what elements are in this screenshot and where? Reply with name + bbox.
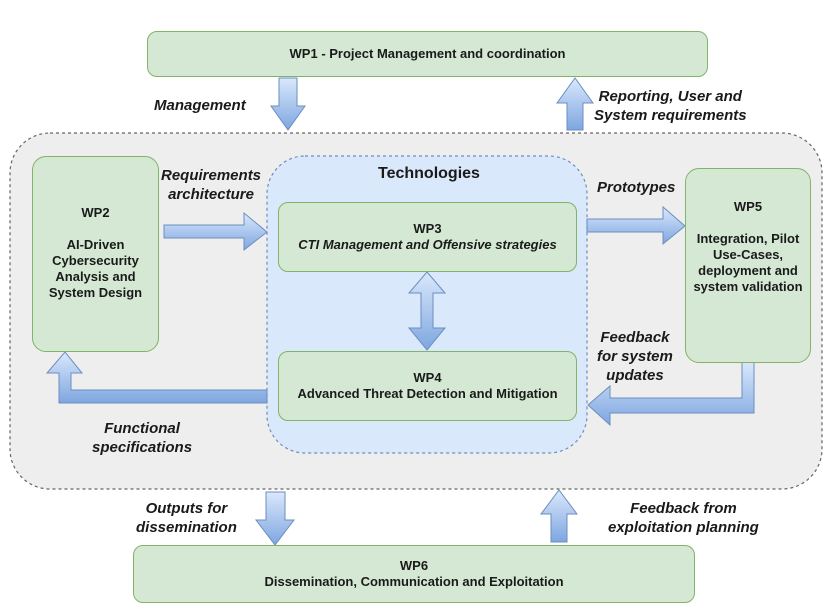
wp3-wp4-arrow [407,271,447,351]
wp2-title-line: AI-Driven [66,237,125,252]
wp4-id: WP4 [413,370,442,385]
functional-specs-label-line: specifications [92,439,193,456]
wp2-box[interactable]: WP2 AI-Driven Cybersecurity Analysis and… [32,156,159,352]
wp4-title: Advanced Threat Detection and Mitigation [297,386,558,401]
functional-specs-arrow-body [45,351,268,404]
management-arrow [270,77,306,131]
prototypes-label: Prototypes [597,179,676,196]
wp6-box[interactable]: WP6 Dissemination, Communication and Exp… [133,545,695,603]
exploitation-feedback-label-line: exploitation planning [608,519,759,536]
wp5-title-line: Use-Cases, [712,247,784,262]
requirements-arrow [163,211,268,252]
wp5-title-line: deployment and [698,263,798,278]
requirements-label-line: Requirements [161,167,262,184]
wp1-box[interactable]: WP1 - Project Management and coordinatio… [147,31,708,77]
wp1-label: WP1 - Project Management and coordinatio… [289,46,566,61]
feedback-updates-arrow [587,361,755,427]
wp2-id: WP2 [81,205,110,220]
wp6-title: Dissemination, Communication and Exploit… [264,574,564,589]
wp5-title-line: Integration, Pilot [696,231,800,246]
reporting-label-line: Reporting, User and [598,88,742,105]
feedback-updates-label-line: updates [606,367,664,384]
feedback-updates-label-line: Feedback [600,329,670,346]
functional-specs-label-line: Functional [104,420,180,437]
wp3-box[interactable]: WP3 CTI Management and Offensive strateg… [278,202,577,272]
exploitation-feedback-label: Feedback from exploitation planning [608,499,759,537]
wp3-title: CTI Management and Offensive strategies [298,237,557,252]
wp6-id: WP6 [399,558,429,573]
outputs-label-line: Outputs for [145,500,228,517]
wp2-title-line: Analysis and [55,269,136,284]
wp5-title-line: system validation [693,279,803,294]
wp2-title-line: System Design [48,285,143,300]
wp3-id: WP3 [413,221,442,236]
wp5-id: WP5 [733,199,763,214]
technologies-title: Technologies [378,165,480,182]
outputs-label: Outputs for dissemination [136,499,237,537]
wp2-title-line: Cybersecurity [52,253,139,268]
outputs-label-line: dissemination [136,519,237,536]
wp4-box[interactable]: WP4 Advanced Threat Detection and Mitiga… [278,351,577,421]
feedback-updates-label-line: for system [597,348,673,365]
feedback-updates-label: Feedback for system updates [597,328,673,385]
wp5-box[interactable]: WP5 Integration, Pilot Use-Cases, deploy… [685,168,811,363]
reporting-label-line: System requirements [594,107,747,124]
management-label: Management [154,97,246,114]
reporting-label: Reporting, User and System requirements [594,87,747,125]
requirements-label: Requirements architecture [161,166,261,204]
reporting-arrow [556,77,594,131]
functional-specs-label: Functional specifications [92,419,192,457]
exploitation-feedback-label-line: Feedback from [630,500,737,517]
prototypes-arrow [586,205,686,246]
outputs-arrow [254,491,296,546]
exploitation-feedback-arrow [540,489,578,543]
requirements-label-line: architecture [168,186,254,203]
